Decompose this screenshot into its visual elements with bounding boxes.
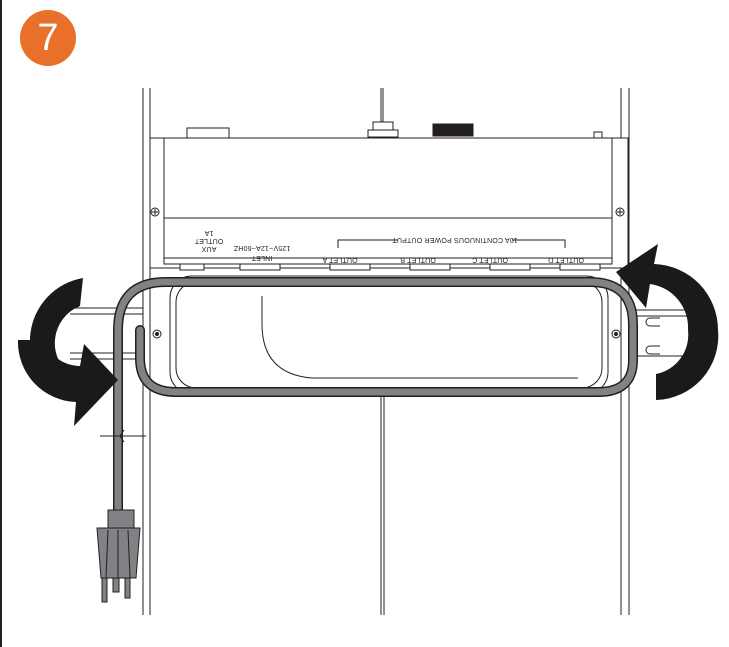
- continuous-output-label: 10A CONTINUOUS POWER OUTPUT: [392, 236, 518, 243]
- rotate-counterclockwise-arrow-icon: [616, 244, 719, 400]
- outlet-b-label: OUTLET B: [400, 256, 436, 263]
- outlet-a-label: OUTLET A: [322, 256, 357, 263]
- frame-border-line: [0, 0, 2, 647]
- output-bracket-line: [337, 239, 566, 248]
- outlet-connectors: [179, 263, 601, 271]
- inlet-rating-label: 125V~12A~60HZ: [233, 244, 290, 251]
- outlet-c-label: OUTLET C: [472, 256, 508, 263]
- device-top-controls: [186, 121, 603, 139]
- aux-outlet-label-1: AUX: [201, 245, 216, 252]
- power-plug-icon: [96, 509, 141, 603]
- rotate-clockwise-arrow-icon: [17, 278, 118, 426]
- power-conditioner-body: [149, 137, 629, 269]
- left-bracket-slots: [70, 307, 143, 360]
- power-cord: [100, 277, 638, 525]
- step-number-badge: 7: [20, 10, 76, 66]
- screw-icon: [150, 207, 625, 217]
- aux-outlet-label-3: 1A: [204, 229, 213, 236]
- front-handle-plate: [152, 275, 621, 395]
- device-labels: AUX OUTLET 1A INLET 125V~12A~60HZ OUTLET…: [194, 229, 584, 263]
- outlet-d-label: OUTLET D: [548, 256, 584, 263]
- inlet-label: INLET: [251, 254, 272, 261]
- aux-outlet-label-2: OUTLET: [194, 237, 223, 244]
